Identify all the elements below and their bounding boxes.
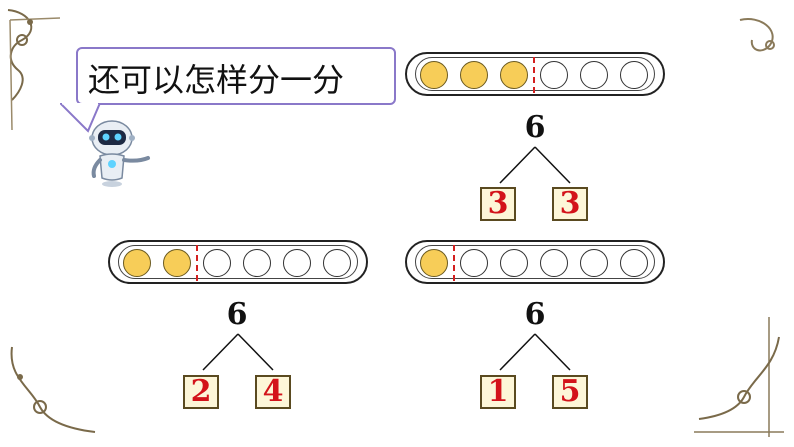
prompt-text: 还可以怎样分一分: [88, 61, 345, 99]
part-box-right: 5: [552, 375, 588, 409]
empty-counter: [540, 249, 568, 277]
filled-counter: [123, 249, 151, 277]
split-divider: [196, 245, 198, 281]
empty-counter: [323, 249, 351, 277]
corner-ornament-icon: [694, 317, 784, 437]
filled-counter: [460, 61, 488, 89]
empty-counter: [580, 249, 608, 277]
robot-icon: [89, 120, 150, 187]
counter-tray: [405, 52, 665, 96]
filled-counter: [163, 249, 191, 277]
counter-tray: [405, 240, 665, 284]
empty-counter: [620, 61, 648, 89]
split-divider: [533, 57, 535, 93]
filled-counter: [420, 249, 448, 277]
corner-ornament-icon: [10, 346, 96, 433]
split-branch: [499, 333, 571, 371]
total-number: 6: [524, 297, 546, 332]
empty-counter: [460, 249, 488, 277]
filled-counter: [420, 61, 448, 89]
filled-counter: [500, 61, 528, 89]
empty-counter: [580, 61, 608, 89]
empty-counter: [243, 249, 271, 277]
empty-counter: [620, 249, 648, 277]
total-number: 6: [226, 297, 248, 332]
corner-ornament-icon: [7, 9, 61, 131]
corner-ornament-icon: [739, 18, 775, 52]
speech-bubble: 还可以怎样分一分: [76, 47, 396, 105]
split-branch: [202, 333, 274, 371]
part-box-left: 3: [480, 187, 516, 221]
empty-counter: [203, 249, 231, 277]
split-branch: [499, 146, 571, 184]
part-box-right: 4: [255, 375, 291, 409]
speech-bubble-tail: [60, 103, 102, 133]
total-number: 6: [524, 110, 546, 145]
empty-counter: [540, 61, 568, 89]
part-box-right: 3: [552, 187, 588, 221]
part-box-left: 1: [480, 375, 516, 409]
empty-counter: [500, 249, 528, 277]
empty-counter: [283, 249, 311, 277]
counter-tray: [108, 240, 368, 284]
split-divider: [453, 245, 455, 281]
part-box-left: 2: [183, 375, 219, 409]
